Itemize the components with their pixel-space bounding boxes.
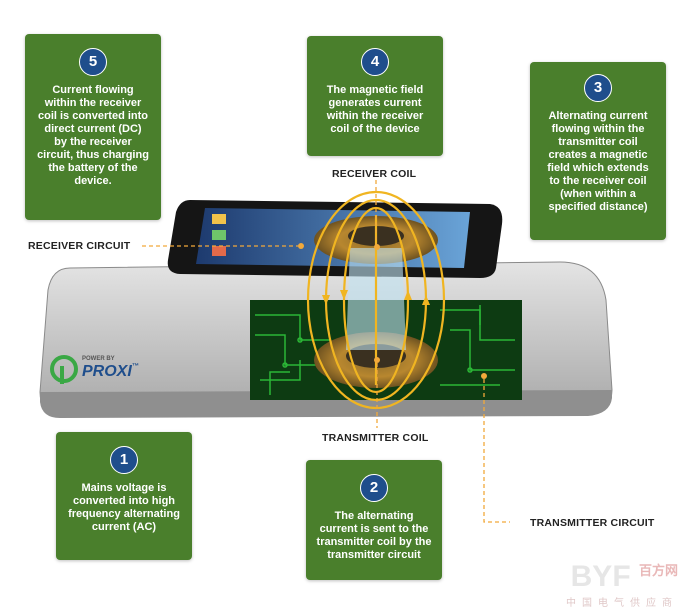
transmitter-coil-label: TRANSMITTER COIL	[322, 432, 429, 444]
step-number: 1	[110, 446, 138, 474]
watermark: BYF 百方网 中国电气供应商	[566, 560, 678, 609]
step-3-box: 3 Alternating current flowing within the…	[530, 62, 666, 240]
step-text: The magnetic field generates current wit…	[326, 84, 424, 135]
step-number: 5	[79, 48, 107, 76]
receiver-coil-label: RECEIVER COIL	[332, 168, 417, 180]
step-2-box: 2 The alternating current is sent to the…	[306, 460, 442, 580]
step-text: Current flowing within the receiver coil…	[37, 84, 149, 187]
step-4-box: 4 The magnetic field generates current w…	[307, 36, 443, 156]
watermark-brand-cn: 百方网	[638, 563, 678, 578]
watermark-brand: BYF	[570, 560, 631, 593]
transmitter-circuit-label: TRANSMITTER CIRCUIT	[530, 517, 655, 529]
logo-tm: ™	[131, 363, 139, 370]
proxi-logo: POWER BY PROXI™	[48, 352, 168, 391]
logo-power-by: POWER BY	[82, 356, 115, 362]
logo-brand-text: PROXI	[82, 363, 132, 380]
step-1-box: 1 Mains voltage is converted into high f…	[56, 432, 192, 560]
watermark-tagline: 中国电气供应商	[566, 598, 678, 609]
step-5-box: 5 Current flowing within the receiver co…	[25, 34, 161, 220]
step-number: 2	[360, 474, 388, 502]
receiver-circuit-label: RECEIVER CIRCUIT	[28, 240, 131, 252]
step-text: Mains voltage is converted into high fre…	[68, 482, 180, 533]
step-text: The alternating current is sent to the t…	[316, 510, 432, 561]
logo-brand: PROXI™	[82, 363, 139, 381]
step-number: 3	[584, 74, 612, 102]
step-text: Alternating current flowing within the t…	[547, 110, 649, 213]
step-number: 4	[361, 48, 389, 76]
